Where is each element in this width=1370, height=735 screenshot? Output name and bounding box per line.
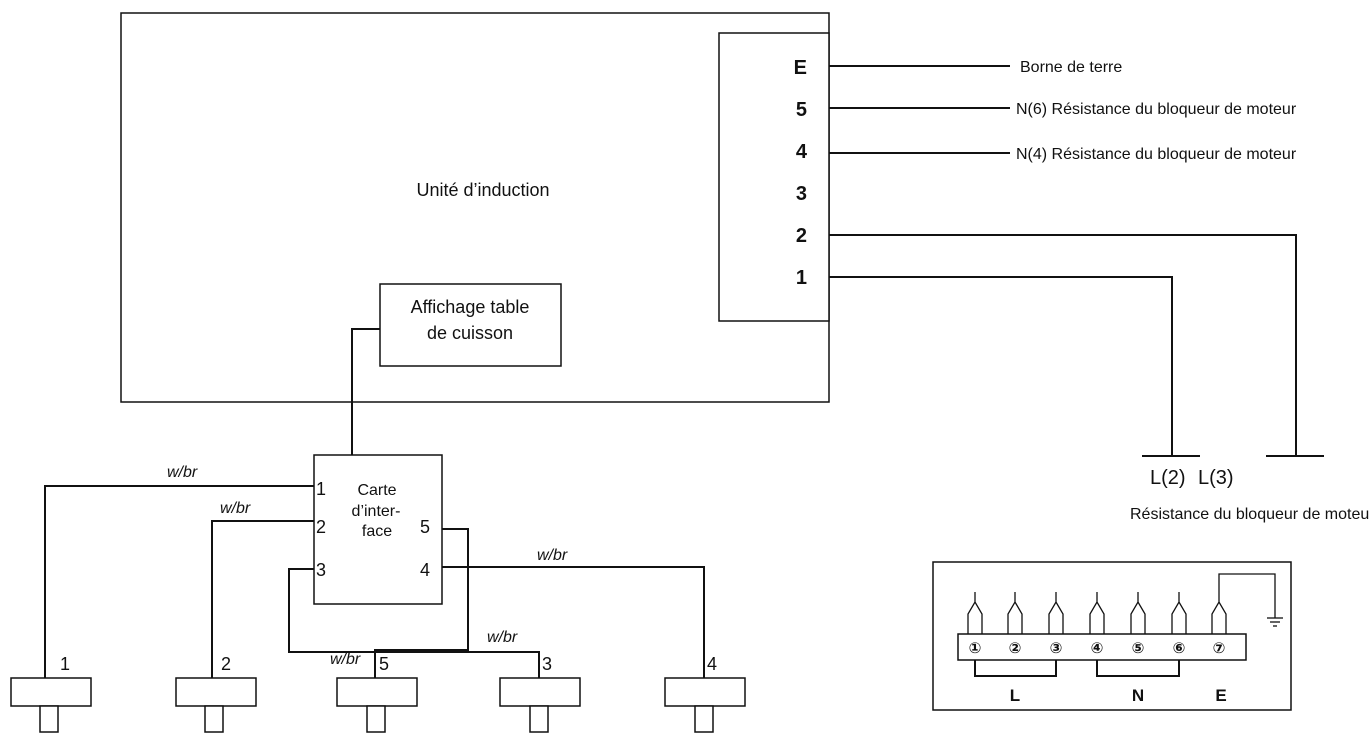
block-terminal-1: ① bbox=[969, 640, 982, 657]
block-terminal-3: ③ bbox=[1050, 640, 1063, 657]
wire-pin4-coil4 bbox=[442, 566, 705, 678]
display-label-1: Affichage table bbox=[411, 297, 530, 317]
display-label-2: de cuisson bbox=[427, 323, 513, 343]
interface-pin-2: 2 bbox=[316, 517, 326, 537]
block-terminal-5: ⑤ bbox=[1132, 640, 1145, 657]
block-terminal-7: ⑦ bbox=[1213, 640, 1226, 657]
terminal-3: 3 bbox=[796, 183, 807, 205]
plug-symbols bbox=[967, 592, 1227, 634]
svg-text:5: 5 bbox=[379, 654, 389, 674]
terminal-4: 4 bbox=[796, 141, 808, 163]
svg-text:3: 3 bbox=[542, 654, 552, 674]
terminal-E: E bbox=[794, 57, 807, 79]
display-box bbox=[379, 283, 562, 367]
wire-pin1-coil1 bbox=[44, 485, 314, 678]
label-n6: N(6) Résistance du bloqueur de moteur bbox=[1016, 101, 1297, 118]
wire-display-interface bbox=[351, 328, 380, 455]
terminal-1: 1 bbox=[796, 267, 807, 289]
coil-3: 3 bbox=[499, 654, 581, 733]
coil-4: 4 bbox=[664, 654, 746, 733]
wire-pin5-coil5 bbox=[374, 528, 469, 678]
block-terminal-6: ⑥ bbox=[1173, 640, 1186, 657]
ground-icon bbox=[1267, 617, 1283, 627]
bridge-l bbox=[974, 660, 1057, 677]
earth-wire bbox=[1218, 573, 1276, 618]
svg-text:2: 2 bbox=[221, 654, 231, 674]
label-n4: N(4) Résistance du bloqueur de moteur bbox=[1016, 146, 1297, 163]
wire-pin3-coil3 bbox=[288, 568, 540, 678]
wire-2 bbox=[829, 234, 1297, 455]
coil-1: 1 bbox=[10, 654, 92, 733]
interface-pin-4: 4 bbox=[420, 560, 430, 580]
terminal-2: 2 bbox=[796, 225, 807, 247]
interface-label-3: face bbox=[362, 523, 392, 540]
interface-pin-3: 3 bbox=[316, 560, 326, 580]
terminal-5: 5 bbox=[796, 99, 807, 121]
bridge-n bbox=[1096, 660, 1180, 677]
interface-pin-5: 5 bbox=[420, 517, 430, 537]
label-earth: Borne de terre bbox=[1020, 59, 1122, 76]
svg-text:4: 4 bbox=[707, 654, 717, 674]
induction-unit-label: Unité d’induction bbox=[416, 180, 549, 200]
coil-2: 2 bbox=[175, 654, 257, 733]
label-l3: L(3) bbox=[1198, 467, 1234, 489]
wire-label: w/br bbox=[537, 547, 568, 564]
interface-label-2: d’inter- bbox=[352, 503, 401, 520]
wire-label: w/br bbox=[330, 651, 361, 668]
label-l2: L(2) bbox=[1150, 467, 1186, 489]
group-L: L bbox=[1010, 686, 1020, 705]
svg-text:1: 1 bbox=[60, 654, 70, 674]
group-E: E bbox=[1215, 686, 1226, 705]
wire-label: w/br bbox=[220, 500, 251, 517]
wire-pin2-coil2 bbox=[211, 520, 314, 678]
wire-label: w/br bbox=[487, 629, 518, 646]
wire-1 bbox=[829, 276, 1173, 455]
coil-5: 5 bbox=[336, 654, 418, 733]
block-terminal-4: ④ bbox=[1091, 640, 1104, 657]
block-terminal-2: ② bbox=[1009, 640, 1022, 657]
terminal-block bbox=[718, 32, 830, 322]
connection-block: ① ② ③ ④ ⑤ ⑥ ⑦ L N E bbox=[932, 561, 1292, 711]
interface-pin-1: 1 bbox=[316, 479, 326, 499]
wire-label: w/br bbox=[167, 464, 198, 481]
interface-label-1: Carte bbox=[357, 482, 396, 499]
motor-blocker-caption: Résistance du bloqueur de moteur bbox=[1130, 506, 1370, 523]
group-N: N bbox=[1132, 686, 1144, 705]
